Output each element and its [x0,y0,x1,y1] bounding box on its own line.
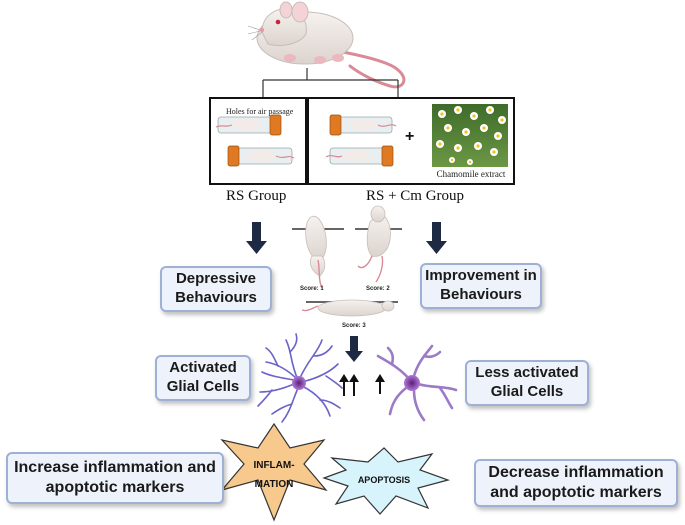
mouse-illustration [247,1,406,89]
tail-suspension-mouse-3 [301,299,398,317]
chamomile-caption: Chamomile extract [436,169,506,179]
rs-cm-group-panel [307,97,515,185]
apoptosis-star [322,447,451,515]
glial-cell-soma [404,375,420,391]
tail-suspension-mouse-2 [355,205,402,283]
restraint-tube [227,145,295,167]
rs-group-label: RS Group [226,188,287,204]
score-3-label: Score: 3 [342,323,366,329]
restraint-tube [325,145,394,167]
inflammation-line-2: MATION [254,478,294,490]
inflammation-line-1: INFLAM- [253,460,295,471]
increase-markers-box: Increase inflammation and apoptotic mark… [6,452,224,504]
increase-markers-text: Increase inflammation and apoptotic mark… [14,459,216,496]
score-1-label: Score: 1 [300,286,324,292]
down-arrow-right [426,222,447,254]
down-arrow-left [246,222,267,254]
improvement-behaviours-box: Improvement in Behaviours [420,263,542,309]
restraint-tube [329,114,397,136]
split-bracket [262,68,399,97]
glial-cell-soma [292,376,306,390]
rs-cm-group-label: RS + Cm Group [366,188,465,204]
activated-glial-box: Activated Glial Cells [155,355,251,401]
down-arrow-center [345,336,363,362]
inflammation-star-label: INFLAM- MATION [244,460,304,491]
apoptosis-star-label: APOPTOSIS [357,475,411,485]
depressive-behaviours-box: Depressive Behaviours [160,266,272,312]
tail-suspension-mouse-1 [292,215,344,289]
plus-sign: + [405,128,415,145]
single-up-arrow [375,374,385,394]
score-2-label: Score: 2 [366,286,390,292]
holes-note: Holes for air passage [226,107,294,116]
activated-glial-text: Activated Glial Cells [166,359,240,395]
double-up-arrow [339,374,359,396]
decrease-markers-box: Decrease inflammation and apoptotic mark… [474,459,678,507]
chamomile-photo [432,104,508,179]
less-activated-glial-text: Less activated Glial Cells [475,364,579,400]
rs-group-panel [209,97,307,185]
inflammation-star [220,422,328,522]
less-activated-glial-box: Less activated Glial Cells [465,360,589,406]
decrease-markers-text: Decrease inflammation and apoptotic mark… [488,464,664,501]
improvement-behaviours-text: Improvement in Behaviours [425,267,537,303]
depressive-behaviours-text: Depressive Behaviours [175,270,257,306]
restraint-tube [215,114,282,136]
